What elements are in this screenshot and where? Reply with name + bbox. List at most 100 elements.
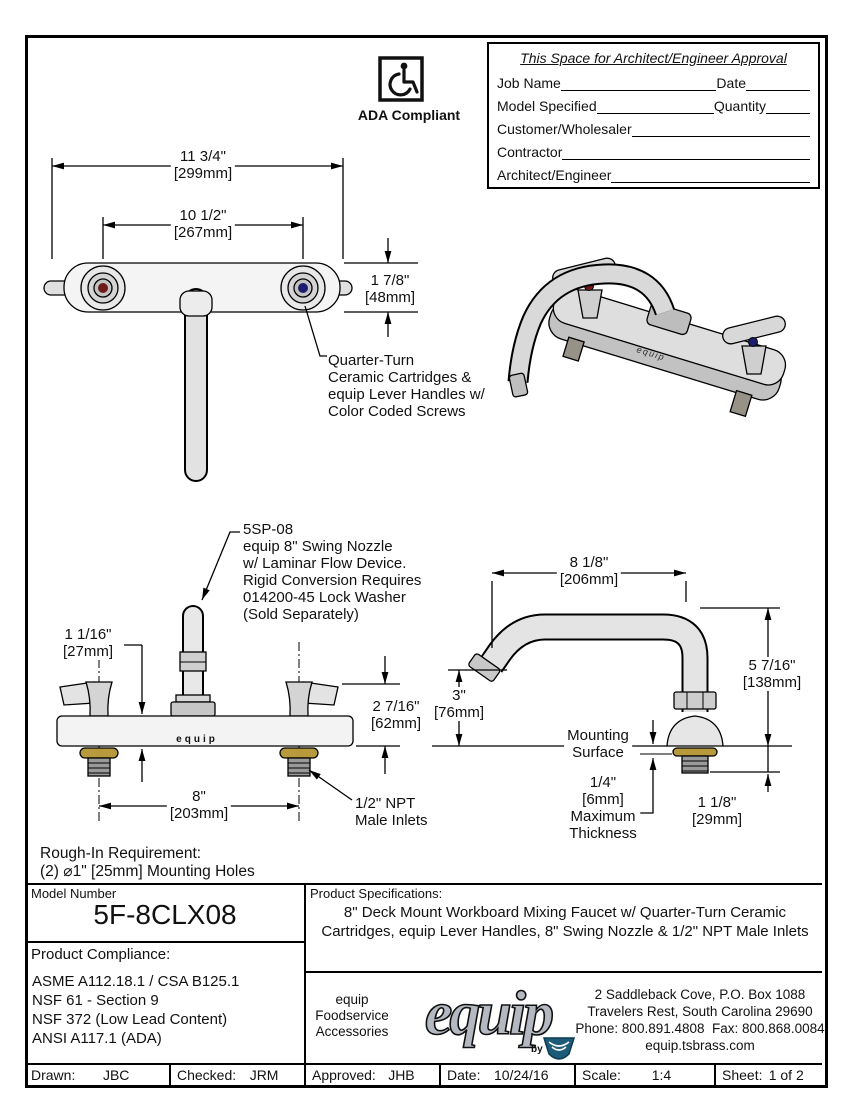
approval-title: This Space for Architect/Engineer Approv… <box>520 50 787 66</box>
titleblock-top-line <box>25 883 822 885</box>
callout-nozzle: 5SP-08 equip 8" Swing Nozzle w/ Laminar … <box>243 521 422 623</box>
dim-line-max-thickness <box>640 720 657 814</box>
front-hot-handle <box>59 681 113 717</box>
top-view-faucet-body <box>43 262 353 482</box>
dim-shank: 1 1/8"[29mm] <box>688 794 746 828</box>
field-label-quantity: Quantity <box>713 98 766 114</box>
footer-cell-approved: Approved:JHB <box>312 1067 415 1083</box>
side-spout-tip <box>468 653 501 682</box>
compliance-item: ANSI A117.1 (ADA) <box>32 1030 162 1047</box>
specs-text: 8" Deck Mount Workboard Mixing Faucet w/… <box>321 904 809 940</box>
logo-by-text: by <box>531 1044 543 1055</box>
front-cold-handle <box>285 681 339 717</box>
hot-color-screw <box>98 283 108 293</box>
ada-wheelchair-icon <box>378 56 424 102</box>
job-name-blank[interactable] <box>560 76 717 91</box>
titleblock-vertical-divider <box>304 883 306 1065</box>
model-compliance-divider <box>25 941 306 943</box>
cartridge-leader <box>304 305 327 357</box>
field-label-contractor: Contractor <box>497 144 563 160</box>
compliance-item: ASME A112.18.1 / CSA B125.1 <box>32 973 240 990</box>
perspective-view-drawing <box>507 257 787 418</box>
footer-cell-checked: Checked:JRM <box>177 1067 279 1083</box>
footer-divider-5 <box>714 1063 716 1085</box>
customer-blank[interactable] <box>631 122 810 137</box>
dim-tip-clearance: 3"[76mm] <box>430 687 488 721</box>
cold-handle-plan <box>280 265 326 311</box>
dim-deck-thickness: 1 1/16"[27mm] <box>59 626 117 660</box>
brand-tagline: equip Foodservice Accessories <box>315 992 389 1039</box>
quantity-blank[interactable] <box>766 99 810 114</box>
side-spout <box>481 615 707 712</box>
dim-line-shank <box>710 746 780 792</box>
compliance-item: NSF 61 - Section 9 <box>32 992 159 1009</box>
footer-divider-2 <box>304 1063 306 1085</box>
persp-cold-handle <box>722 315 786 375</box>
front-deck-logo: equip <box>176 734 218 745</box>
callout-cartridge: Quarter-Turn Ceramic Cartridges & equip … <box>328 352 485 420</box>
compliance-list: ASME A112.18.1 / CSA B125.1 NSF 61 - Sec… <box>32 972 239 1048</box>
footer-cell-date: Date:10/24/16 <box>447 1067 549 1083</box>
ts-shield-icon <box>542 1037 576 1060</box>
dim-line-deck-thickness <box>124 644 146 782</box>
front-deck <box>56 715 354 747</box>
architect-blank[interactable] <box>611 168 810 183</box>
front-left-inlet <box>79 747 119 777</box>
nozzle-leader <box>201 531 240 601</box>
dim-line-deck-depth <box>344 238 418 337</box>
specs-label: Product Specifications: <box>310 886 443 901</box>
ada-compliant-label: ADA Compliant <box>357 107 461 123</box>
field-label-job-name: Job Name <box>497 75 561 91</box>
field-label-customer: Customer/Wholesaler <box>497 121 632 137</box>
hot-handle-plan <box>80 265 126 311</box>
dim-inlet-centers: 8"[203mm] <box>166 788 232 822</box>
contractor-blank[interactable] <box>562 145 810 160</box>
side-view-drawing <box>432 569 792 814</box>
dim-nozzle-height: 5 7/16"[138mm] <box>739 657 805 691</box>
dim-overall-width: 11 3/4"[299mm] <box>170 148 236 182</box>
model-specified-blank[interactable] <box>596 99 714 114</box>
field-label-model-specified: Model Specified <box>497 98 597 114</box>
footer-divider-3 <box>439 1063 441 1085</box>
dim-handle-centers: 10 1/2"[267mm] <box>170 207 236 241</box>
approval-row-architect: Architect/Engineer <box>497 163 810 183</box>
model-number-label: Model Number <box>31 886 117 901</box>
approval-row-customer: Customer/Wholesaler <box>497 117 810 137</box>
specs-brand-divider <box>304 971 822 973</box>
dim-nozzle-reach: 8 1/8"[206mm] <box>556 554 622 588</box>
side-shank <box>681 755 709 774</box>
compliance-label: Product Compliance: <box>31 946 171 963</box>
footer-top-line <box>25 1063 822 1065</box>
brand-website[interactable]: equip.tsbrass.com <box>645 1038 755 1053</box>
page-border <box>25 35 828 1088</box>
footer-divider-1 <box>169 1063 171 1085</box>
persp-spout <box>509 265 674 383</box>
footer-cell-drawn: Drawn:JBC <box>31 1067 130 1083</box>
persp-shank-left <box>562 336 585 362</box>
callout-max-thickness: 1/4" [6mm] Maximum Thickness <box>566 774 640 842</box>
date-blank[interactable] <box>746 76 810 91</box>
plan-spout-base <box>179 290 213 317</box>
front-view-drawing <box>56 531 400 822</box>
approval-row-job: Job Name Date <box>497 71 810 91</box>
dim-deck-depth: 1 7/8"[48mm] <box>361 272 419 306</box>
equip-logo-text: equip <box>425 980 553 1048</box>
model-number-value: 5F-8CLX08 <box>93 899 237 930</box>
rough-in-note: Rough-In Requirement:(2) ⌀1" [25mm] Moun… <box>40 845 255 880</box>
front-right-inlet <box>279 747 319 777</box>
npt-leader <box>308 769 353 801</box>
approval-box: This Space for Architect/Engineer Approv… <box>487 42 820 189</box>
nozzle-base-nut <box>170 701 216 717</box>
persp-spout-tip <box>508 372 529 398</box>
approval-row-contractor: Contractor <box>497 140 810 160</box>
footer-cell-sheet: Sheet:1 of 2 <box>722 1067 804 1083</box>
approval-row-model: Model Specified Quantity <box>497 94 810 114</box>
side-base-dome <box>666 715 724 747</box>
nozzle-flange <box>175 694 211 703</box>
field-label-date: Date <box>716 75 746 91</box>
field-label-architect: Architect/Engineer <box>497 167 612 183</box>
